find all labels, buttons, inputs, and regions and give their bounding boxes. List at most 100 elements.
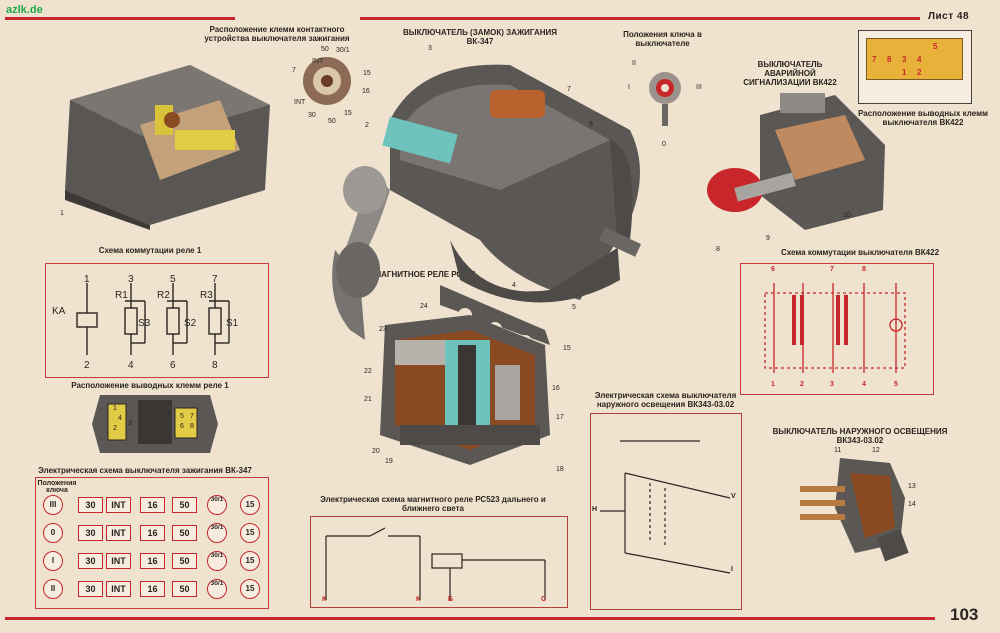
vk422-top-7: 7 [830,266,834,273]
vk422-top-8: 8 [862,266,866,273]
part-label-8: 8 [716,246,720,253]
relay1-label-r1: R1 [115,290,128,301]
caption-magnetic-relay: МАГНИТНОЕ РЕЛЕ РС523 [374,270,476,279]
vk347-row1-c2: 16 [140,525,165,541]
terminal-30-bottom: 30 [308,112,316,119]
terminal-50-top: 50 [321,46,329,53]
vk343-scheme-frame [590,413,742,610]
caption-vk347-scheme: Электрическая схема выключателя зажигани… [38,466,252,475]
vk422-top-6: 6 [771,266,775,273]
terminal-15-right: 15 [363,70,371,77]
vk422-block-3: 3 [902,55,907,64]
vk422-block-7: 7 [872,55,877,64]
key-pos-0: 0 [662,141,666,148]
vk343-terminal-v: V [731,493,736,500]
vk347-row0-c2: 16 [140,497,165,513]
part-label-11: 11 [834,447,842,454]
part-label-12: 12 [872,447,880,454]
vk347-row1-c1-circle: 30/1 [207,523,227,543]
vk347-row1-c2-circle: 15 [240,523,260,543]
relay1-top-1: 1 [84,274,90,285]
vk422-bottom-2: 2 [800,381,804,388]
rc523-scheme [325,527,546,600]
terminal-7: 7 [292,67,296,74]
vk347-row2-pos: I [43,551,63,571]
vk347-row3-c3: 50 [172,581,197,597]
vk422-block-8: 8 [887,55,892,64]
vk347-row2-c2-circle: 15 [240,551,260,571]
caption-vk343-switch: ВЫКЛЮЧАТЕЛЬ НАРУЖНОГО ОСВЕЩЕНИЯ [772,427,948,436]
vk347-row0-pos: III [43,495,63,515]
vk347-row3-pos: II [43,579,63,599]
relay1-label-s3: S3 [138,318,151,329]
vk347-row3-c1-circle: 30/1 [207,579,227,599]
vk422-bottom-4: 4 [862,381,866,388]
relay1-scheme-frame [45,263,269,378]
vk347-row1-pos: 0 [43,523,63,543]
part-label-14: 14 [908,501,916,508]
vk422-scheme-frame [740,263,934,395]
vk422-bottom-5: 5 [894,381,898,388]
vk347-row3-c2-circle: 15 [240,579,260,599]
part-label-16: 16 [552,385,560,392]
relay1-bottom-4: 4 [128,360,134,371]
terminal-int-left: INT [312,58,324,65]
part-label-15: 15 [563,345,571,352]
relay1-label-s2: S2 [184,318,197,329]
vk422-block-1: 1 [902,68,907,77]
relay1-pin-2: 2 [113,425,117,432]
relay1-pin-5: 5 [180,413,184,420]
caption-relay-terminal-layout: Расположение клемм контактного устройств… [204,25,350,43]
part-label-4: 4 [512,282,516,289]
relay1-label-r3: R3 [200,290,213,301]
vk343-illustration [800,458,909,562]
vk347-row1-c3: 50 [172,525,197,541]
vk422-bottom-1: 1 [771,381,775,388]
part-label-1: 1 [60,210,64,217]
relay1-illustration [65,65,270,230]
part-label-23: 23 [379,326,387,333]
caption-vk343-scheme: Электрическая схема выключателя наружног… [594,391,737,409]
key-position-dial [649,72,681,126]
relay1-pin-3: 3 [128,420,132,427]
relay1-top-7: 7 [212,274,218,285]
header-rule-right [360,17,920,20]
key-pos-I: I [628,84,630,91]
relay1-label-s1: S1 [226,318,239,329]
part-label-13: 13 [908,483,916,490]
relay1-bottom-6: 6 [170,360,176,371]
vk343-terminal-i: I [731,566,733,573]
part-label-17: 17 [556,414,564,421]
ignition-switch-illustration [332,64,642,340]
vk347-row3-c0: 30 [78,581,103,597]
vk347-row2-c1-circle: 30/1 [207,551,227,571]
rc523-terminal-c: С [541,596,547,603]
key-pos-III: III [696,84,702,91]
relay1-terminal-block [92,395,218,453]
caption-relay1-terminals: Расположение выводных клемм реле 1 [71,381,229,390]
terminal-15-bottom: 15 [344,110,352,117]
rc523-terminal-k1: К [322,596,327,603]
key-pos-II: II [632,60,636,67]
caption-relay1-scheme: Схема коммутации реле 1 [98,246,202,255]
vk422-block-inner [866,38,963,80]
part-label-22: 22 [364,368,372,375]
part-label-24: 24 [420,303,428,310]
vk422-block-2: 2 [917,68,922,77]
part-label-7: 7 [567,86,571,93]
caption-hazard-switch: ВЫКЛЮЧАТЕЛЬ АВАРИЙНОЙ СИГНАЛИЗАЦИИ ВК422 [743,60,837,87]
relay1-bottom-8: 8 [212,360,218,371]
terminal-int-bottom: INT [294,99,306,106]
relay1-pin-1: 1 [113,405,117,412]
part-label-20: 20 [372,448,380,455]
vk347-table-frame [35,477,269,609]
rc523-illustration [380,285,550,465]
vk422-block-4: 4 [917,55,922,64]
footer-rule [5,617,935,620]
relay1-top-5: 5 [170,274,176,285]
caption-vk422-scheme: Схема коммутации выключателя ВК422 [780,248,940,257]
rc523-terminal-k2: К [416,596,421,603]
vk422-scheme [764,283,906,373]
part-label-5: 5 [572,304,576,311]
vk347-table-header: Положения ключа [37,480,77,494]
